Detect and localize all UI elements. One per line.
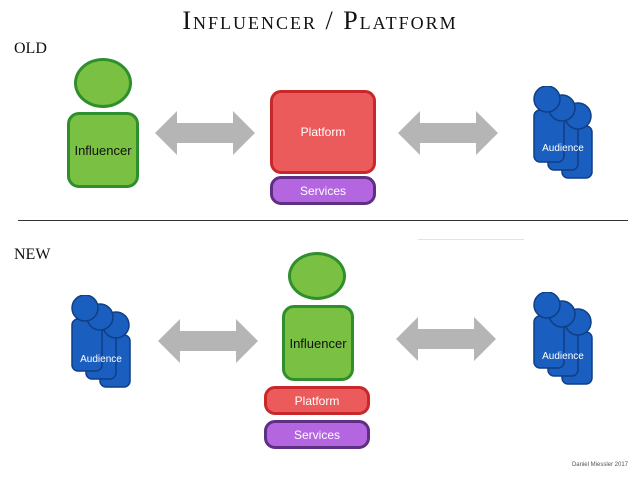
old-services-label: Services <box>299 183 346 198</box>
audience-people-icon <box>71 295 131 388</box>
old-platform-box: Platform <box>270 90 376 174</box>
new-platform-label: Platform <box>294 393 340 408</box>
new-services-label: Services <box>293 427 340 442</box>
new-section-label: NEW <box>14 246 51 263</box>
old-left-double-arrow <box>155 111 255 155</box>
new-right-audience-group: Audience <box>530 292 600 385</box>
old-audience-group: Audience <box>530 86 600 179</box>
old-influencer-head <box>74 58 132 108</box>
new-platform-box: Platform <box>264 386 370 415</box>
new-influencer-body: Influencer <box>282 305 354 381</box>
old-audience-label: Audience <box>542 143 584 154</box>
new-services-box: Services <box>264 420 370 449</box>
old-influencer-label: Influencer <box>74 142 132 158</box>
old-platform-label: Platform <box>300 125 346 139</box>
new-influencer-label: Influencer <box>289 335 347 351</box>
new-left-audience-group: Audience <box>68 295 138 388</box>
faint-line <box>418 239 524 240</box>
section-divider <box>18 220 628 221</box>
old-services-box: Services <box>270 176 376 205</box>
new-right-audience-label: Audience <box>542 351 584 362</box>
new-influencer-head <box>288 252 346 300</box>
new-right-double-arrow <box>396 317 496 361</box>
diagram-title: Influencer / Platform <box>182 6 458 35</box>
old-section-label: OLD <box>14 40 47 57</box>
old-influencer-body: Influencer <box>67 112 139 188</box>
author-credit: Daniel Miessler 2017 <box>571 462 628 468</box>
new-left-double-arrow <box>158 319 258 363</box>
old-right-double-arrow <box>398 111 498 155</box>
audience-people-icon <box>533 292 593 385</box>
new-left-audience-label: Audience <box>80 354 122 365</box>
audience-people-icon <box>533 86 593 179</box>
